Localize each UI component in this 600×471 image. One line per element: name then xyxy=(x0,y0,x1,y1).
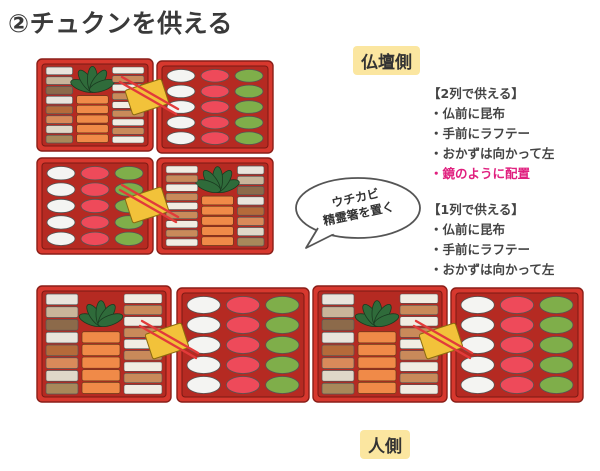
two-row-item-1: ・仏前に昆布 xyxy=(430,106,506,121)
okazu-box-icon xyxy=(156,157,274,255)
uchikabi-chopsticks-icon xyxy=(138,319,200,360)
two-row-item-3: ・おかずは向かって左 xyxy=(430,146,555,161)
two-row-highlight: ・鏡のように配置 xyxy=(430,166,531,181)
person-side-label: 人側 xyxy=(360,430,410,459)
page-title: ②チュクンを供える xyxy=(8,9,233,38)
speech-bubble: ウチカビ 精霊箸を置く xyxy=(288,170,426,250)
one-row-item-2: ・手前にラフテー xyxy=(430,242,531,257)
uchikabi-chopsticks-icon xyxy=(118,183,180,224)
two-row-item-2: ・手前にラフテー xyxy=(430,126,531,141)
mochi-box-icon xyxy=(450,287,584,403)
one-row-heading: 【1列で供える】 xyxy=(428,202,524,217)
uchikabi-chopsticks-icon xyxy=(118,75,180,116)
mochi-box-icon xyxy=(156,60,274,154)
arrangement-notes: 【2列で供える】 ・仏前に昆布 ・手前にラフテー ・おかずは向かって左 ・鏡のよ… xyxy=(428,84,554,280)
butsudan-side-label: 仏壇側 xyxy=(353,46,420,75)
one-row-item-3: ・おかずは向かって左 xyxy=(430,262,555,277)
uchikabi-chopsticks-icon xyxy=(412,319,474,360)
mochi-box-icon xyxy=(176,287,310,403)
okazu-box-icon xyxy=(36,285,172,403)
one-row-item-1: ・仏前に昆布 xyxy=(430,222,506,237)
two-row-heading: 【2列で供える】 xyxy=(428,86,524,101)
